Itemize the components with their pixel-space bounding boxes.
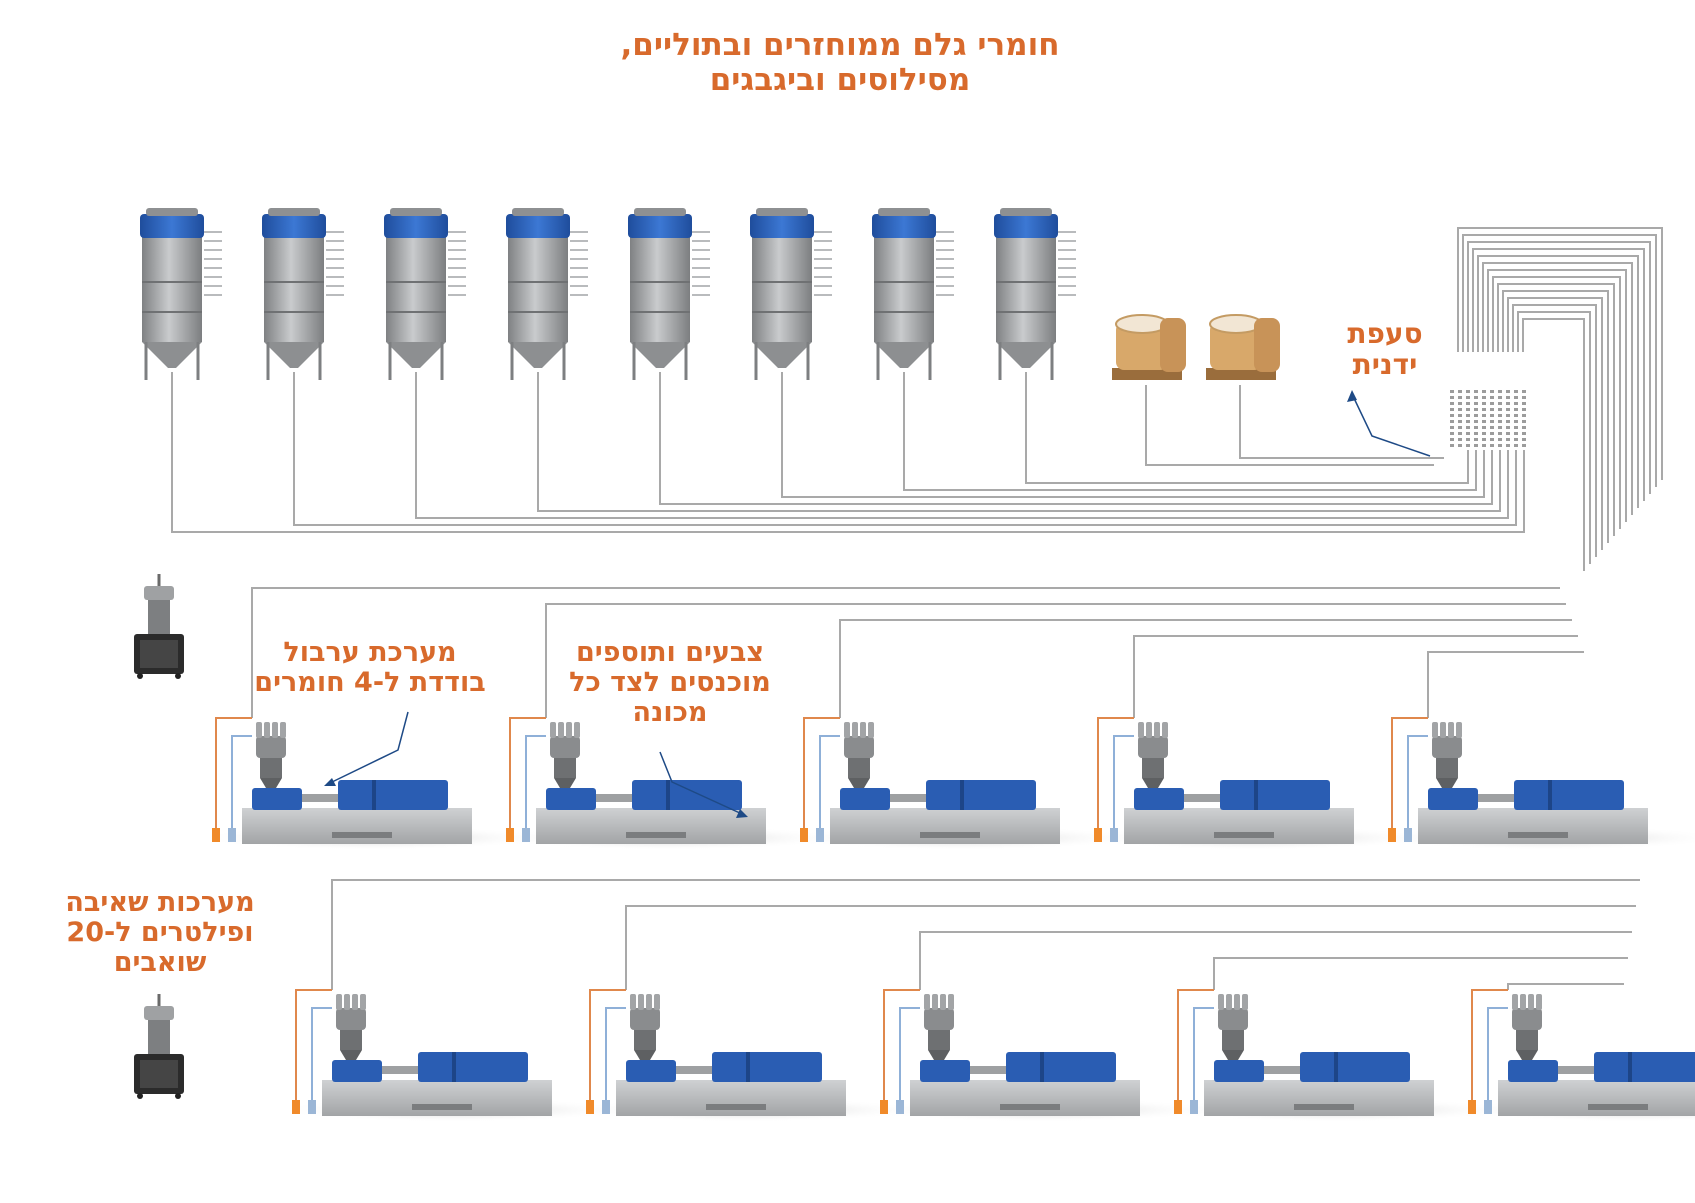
- feed-pipe-row2-3: [919, 931, 1632, 990]
- vacuum-pump-icon-1: [134, 574, 184, 679]
- injection-machine-icon-row1-2: [491, 717, 841, 850]
- feed-pipe-row1-3: [839, 619, 1572, 718]
- mixing-system-label-line-2: בודדת ל-4 חומרים: [254, 667, 486, 699]
- silo-pipe-4: [537, 372, 1501, 512]
- vacuum-pump-icon-2: [134, 994, 184, 1099]
- color-additives-label-line-3: מכונה: [632, 697, 708, 729]
- manual-manifold-label: סעפת ידנית: [1305, 318, 1465, 381]
- silo-icon-1: [140, 208, 222, 380]
- silo-pipe-5: [659, 372, 1493, 505]
- injection-machine-icon-row2-2: [571, 989, 921, 1122]
- mixing-system-arrow: [324, 711, 409, 786]
- bigbag-pipe-2: [1239, 385, 1444, 459]
- silo-pipe-1: [171, 372, 1525, 533]
- silo-pipe-2: [293, 372, 1517, 526]
- feed-pipe-row2-2: [625, 905, 1636, 990]
- pipe-network: [171, 227, 1663, 990]
- distribution-pipe-13: [1517, 311, 1591, 564]
- silo-pipe-6: [781, 372, 1485, 498]
- injection-machine-icon-row1-1: [197, 717, 547, 850]
- silo-icon-2: [262, 208, 344, 380]
- distribution-pipe-6: [1482, 262, 1633, 515]
- manual-manifold-label-line-1: סעפת: [1347, 317, 1423, 350]
- feed-pipe-row1-1: [251, 587, 1560, 718]
- distribution-pipe-12: [1512, 304, 1597, 557]
- title-line-1: חומרי גלם ממוחזרים ובתוליים,: [620, 27, 1060, 63]
- injection-machine-icon-row1-3: [785, 717, 1135, 850]
- annotation-arrows: [324, 390, 1431, 818]
- injection-machine-icon-row2-3: [865, 989, 1215, 1122]
- distribution-pipe-3: [1467, 241, 1651, 494]
- feed-pipe-row1-2: [545, 603, 1566, 718]
- manual-manifold-label-line-2: ידנית: [1352, 348, 1418, 382]
- title-line-2: מסילוסים וביגבגים: [709, 61, 971, 98]
- feed-pipe-row2-4: [1213, 957, 1628, 990]
- silo-pipe-7: [903, 372, 1477, 491]
- manual-manifold: [1450, 390, 1526, 450]
- bigbag-icon-1: [1112, 314, 1186, 380]
- distribution-pipe-2: [1462, 234, 1657, 487]
- injection-machine-icon-row2-4: [1159, 989, 1509, 1122]
- color-additives-label-line-1: צבעים ותוספים: [575, 637, 765, 668]
- silo-icon-5: [628, 208, 710, 380]
- distribution-pipe-8: [1492, 276, 1621, 529]
- distribution-pipe-7: [1487, 269, 1627, 522]
- color-additives-arrow: [659, 751, 748, 818]
- feed-pipe-row1-4: [1133, 635, 1578, 718]
- silo-icon-8: [994, 208, 1076, 380]
- machine-rows: [197, 717, 1695, 1122]
- silo-row: [140, 208, 1076, 380]
- vacuum-systems-label-line-2: ופילטרים ל-20: [66, 917, 254, 949]
- distribution-pipe-5: [1477, 255, 1639, 508]
- silo-icon-3: [384, 208, 466, 380]
- bigbag-pipe-1: [1145, 385, 1434, 466]
- vacuum-systems-label-line-1: מערכות שאיבה: [65, 887, 255, 918]
- feed-pipe-row2-1: [331, 879, 1640, 990]
- mixing-system-label-line-1: מערכת ערבול: [283, 637, 457, 668]
- mixing-system-label: מערכת ערבול בודדת ל-4 חומרים: [240, 637, 500, 699]
- feed-pipe-row1-5: [1427, 651, 1584, 718]
- distribution-pipe-14: [1522, 318, 1585, 571]
- injection-machine-icon-row2-1: [277, 989, 627, 1122]
- diagram-title: חומרי גלם ממוחזרים ובתוליים, מסילוסים וב…: [560, 28, 1120, 97]
- vacuum-systems-label: מערכות שאיבה ופילטרים ל-20 שואבים: [40, 887, 280, 979]
- injection-machine-icon-row2-5: [1453, 989, 1695, 1122]
- bigbag-group: [1112, 314, 1280, 380]
- injection-machine-icon-row1-4: [1079, 717, 1429, 850]
- distribution-pipe-1: [1457, 227, 1663, 480]
- silo-pipe-8: [1025, 372, 1469, 484]
- silo-pipe-3: [415, 372, 1509, 519]
- vacuum-units: [134, 574, 184, 1099]
- manual-manifold-arrow: [1347, 390, 1431, 457]
- silo-icon-7: [872, 208, 954, 380]
- distribution-pipe-4: [1472, 248, 1645, 501]
- distribution-pipe-9: [1497, 283, 1615, 536]
- injection-machine-icon-row1-5: [1373, 717, 1695, 850]
- distribution-pipe-10: [1502, 290, 1609, 543]
- silo-icon-6: [750, 208, 832, 380]
- color-additives-label: צבעים ותוספים מוכנסים לצד כל מכונה: [540, 637, 800, 729]
- bigbag-icon-2: [1206, 314, 1280, 380]
- feed-pipe-row2-5: [1507, 983, 1624, 990]
- distribution-pipe-11: [1507, 297, 1603, 550]
- silo-icon-4: [506, 208, 588, 380]
- vacuum-systems-label-line-3: שואבים: [113, 947, 207, 979]
- color-additives-label-line-2: מוכנסים לצד כל: [569, 667, 771, 699]
